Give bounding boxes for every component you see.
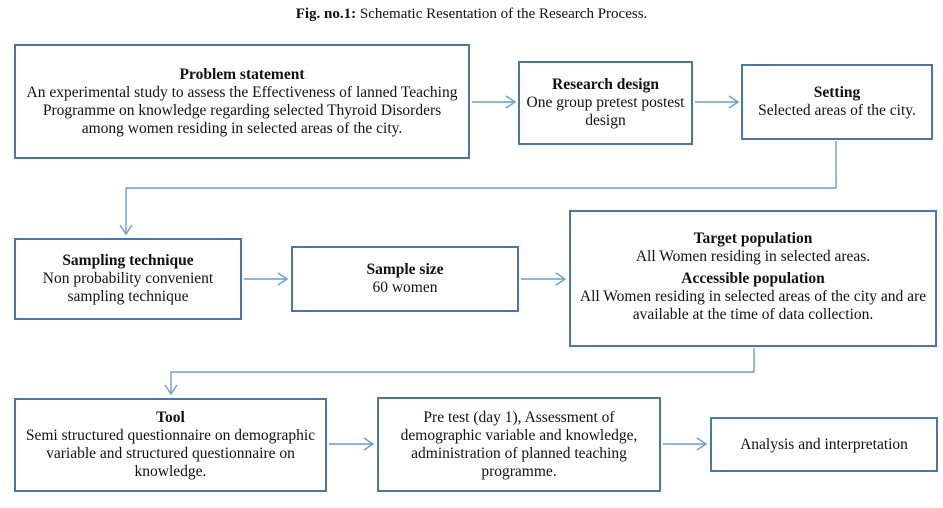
population-box: Target population All Women residing in … <box>569 210 937 347</box>
accessible-population-text: All Women residing in selected areas of … <box>579 287 927 323</box>
tool-title: Tool <box>156 409 185 426</box>
figure-caption-label: Fig. no.1: <box>295 6 357 22</box>
arrowhead-setting-to-sampling <box>119 224 133 236</box>
setting-box: Setting Selected areas of the city. <box>741 64 933 140</box>
arrow-setting-to-sampling <box>125 141 837 233</box>
target-population-text: All Women residing in selected areas. <box>635 247 871 265</box>
arrowhead-size-to-population <box>555 272 567 286</box>
problem-statement-box: Problem statement An experimental study … <box>14 44 470 159</box>
tool-text: Semi structured questionnaire on demogra… <box>25 427 316 480</box>
setting-text: Selected areas of the city. <box>758 102 916 119</box>
setting-title: Setting <box>813 84 861 101</box>
research-design-box: Research design One group pretest postes… <box>518 61 693 145</box>
problem-statement-title: Problem statement <box>179 65 305 83</box>
sampling-technique-box: Sampling technique Non probability conve… <box>14 238 242 320</box>
tool-box: Tool Semi structured questionnaire on de… <box>14 398 327 492</box>
research-design-text: One group pretest postest design <box>526 94 685 129</box>
arrowhead-tool-to-pretest <box>363 437 375 451</box>
pretest-box: Pre test (day 1), Assessment of demograp… <box>377 397 661 492</box>
arrowhead-sampling-to-size <box>277 272 289 286</box>
figure-caption: Fig. no.1: Schematic Resentation of the … <box>0 6 943 23</box>
figure-caption-text: Schematic Resentation of the Research Pr… <box>356 6 648 22</box>
sample-size-title: Sample size <box>366 261 444 278</box>
arrowhead-problem-to-design <box>505 95 517 109</box>
arrowhead-pretest-to-analysis <box>696 437 708 451</box>
arrowhead-population-to-tool <box>164 384 178 396</box>
sampling-technique-title: Sampling technique <box>62 252 194 269</box>
sampling-technique-text: Non probability convenient sampling tech… <box>42 270 214 305</box>
research-design-title: Research design <box>552 76 659 93</box>
accessible-population-title: Accessible population <box>681 269 825 287</box>
analysis-text: Analysis and interpretation <box>740 435 908 453</box>
sample-size-box: Sample size 60 women <box>291 246 519 312</box>
sample-size-text: 60 women <box>372 279 438 296</box>
pretest-text: Pre test (day 1), Assessment of demograp… <box>400 408 638 480</box>
analysis-box: Analysis and interpretation <box>710 417 938 472</box>
arrowhead-design-to-setting <box>728 95 740 109</box>
arrow-population-to-tool <box>170 348 755 393</box>
problem-statement-text: An experimental study to assess the Effe… <box>26 83 458 137</box>
target-population-title: Target population <box>693 229 813 247</box>
